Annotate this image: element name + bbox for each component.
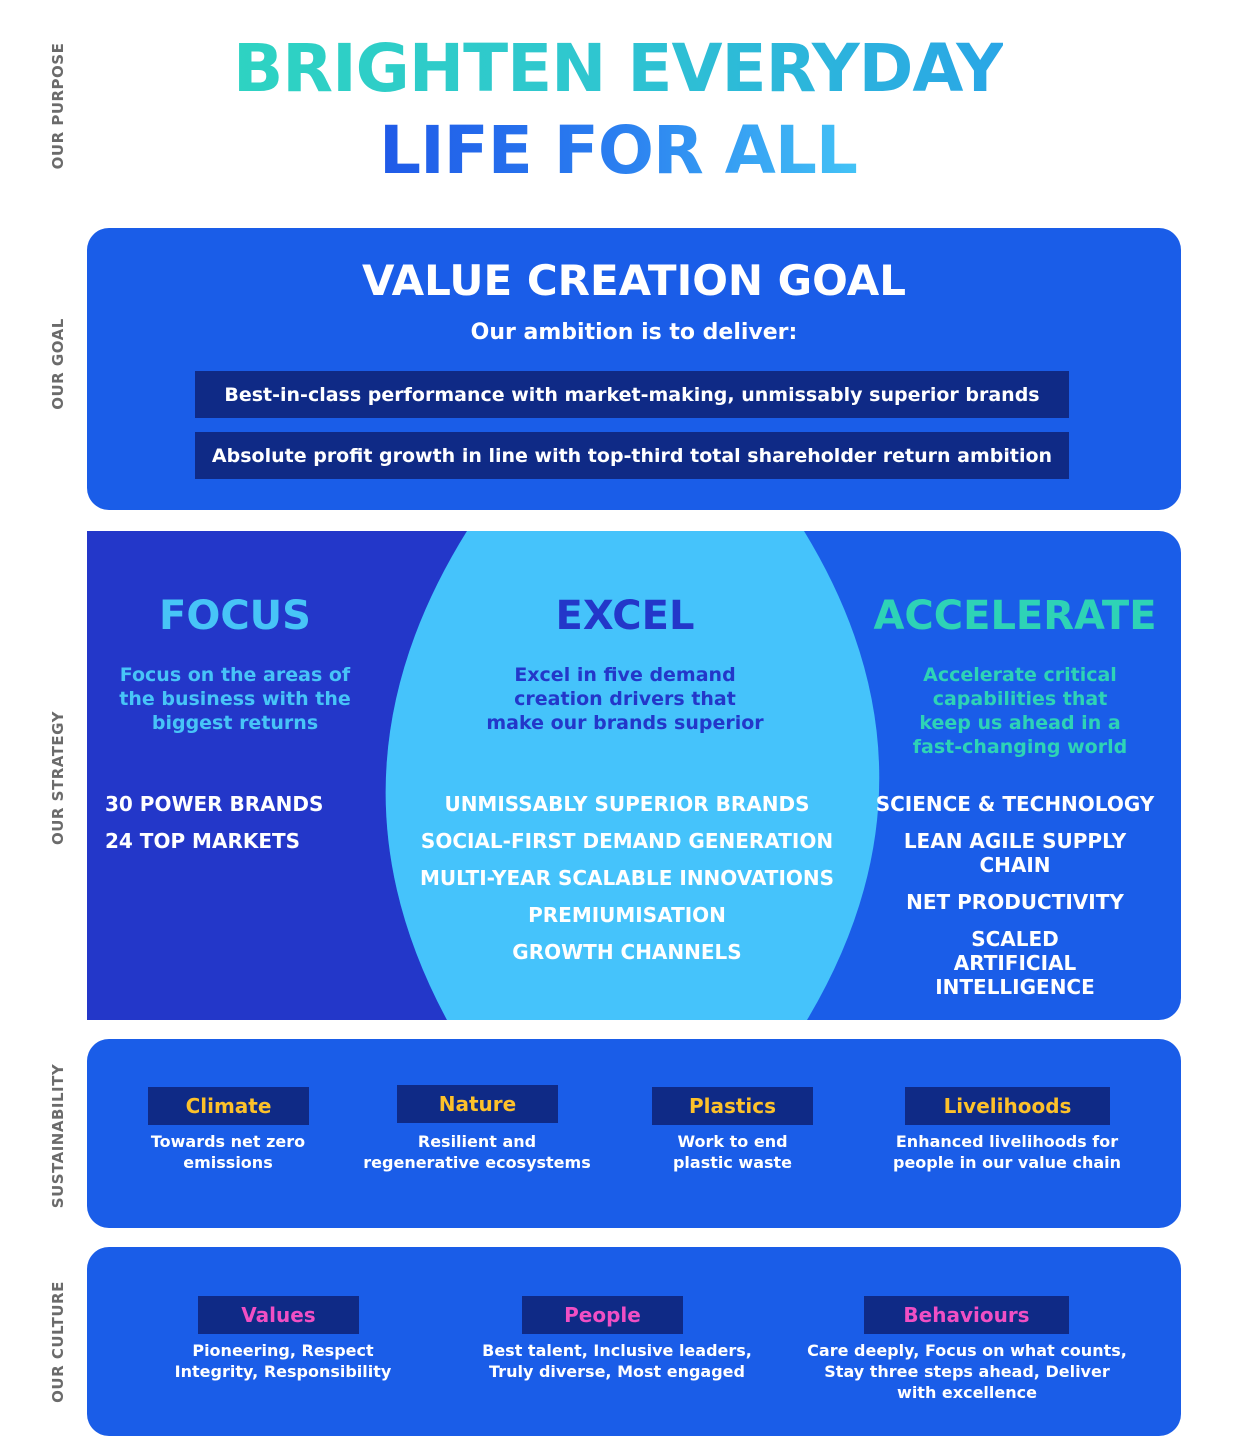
accelerate-item: LEAN AGILE SUPPLY CHAIN xyxy=(903,829,1127,877)
culture-panel: Values Pioneering, Respect Integrity, Re… xyxy=(87,1247,1181,1436)
sustainability-tag-livelihoods: Livelihoods xyxy=(905,1087,1110,1125)
side-label-culture: OUR CULTURE xyxy=(49,1281,67,1403)
side-label-goal: OUR GOAL xyxy=(49,318,67,410)
sustainability-desc-livelihoods: Enhanced livelihoods for people in our v… xyxy=(892,1132,1121,1172)
excel-column: EXCEL Excel in five demand creation driv… xyxy=(465,593,785,735)
sustainability-tag-climate: Climate xyxy=(148,1087,309,1125)
accelerate-column: ACCELERATE Accelerate critical capabilit… xyxy=(855,593,1181,759)
culture-desc-values: Pioneering, Respect Integrity, Responsib… xyxy=(174,1341,392,1381)
excel-item: MULTI-YEAR SCALABLE INNOVATIONS xyxy=(419,866,835,890)
side-label-sustainability: SUSTAINABILITY xyxy=(49,1063,67,1209)
excel-title: EXCEL xyxy=(555,593,695,639)
purpose-headline-line2: LIFE FOR ALL xyxy=(379,112,858,189)
goal-item: Absolute profit growth in line with top-… xyxy=(195,432,1069,479)
accelerate-items: SCIENCE & TECHNOLOGY LEAN AGILE SUPPLY C… xyxy=(865,792,1165,1012)
focus-items: 30 POWER BRANDS 24 TOP MARKETS xyxy=(105,792,345,866)
sustainability-desc-climate: Towards net zero emissions xyxy=(150,1132,306,1172)
accelerate-item: SCALED ARTIFICIAL INTELLIGENCE xyxy=(935,927,1095,999)
goal-panel: VALUE CREATION GOAL Our ambition is to d… xyxy=(87,228,1181,510)
accelerate-title: ACCELERATE xyxy=(873,593,1157,639)
strategy-panel: FOCUS Focus on the areas of the business… xyxy=(87,531,1181,1020)
side-label-strategy: OUR STRATEGY xyxy=(49,710,67,846)
excel-description: Excel in five demand creation drivers th… xyxy=(486,664,764,734)
excel-item: PREMIUMISATION xyxy=(528,903,726,927)
focus-description: Focus on the areas of the business with … xyxy=(119,664,351,734)
sustainability-tag-nature: Nature xyxy=(397,1085,558,1123)
culture-tag-people: People xyxy=(522,1296,683,1334)
accelerate-item: SCIENCE & TECHNOLOGY xyxy=(875,792,1155,816)
excel-item: SOCIAL-FIRST DEMAND GENERATION xyxy=(420,829,834,853)
culture-desc-behaviours: Care deeply, Focus on what counts, Stay … xyxy=(807,1341,1127,1402)
accelerate-item: NET PRODUCTIVITY xyxy=(906,890,1124,914)
goal-item: Best-in-class performance with market-ma… xyxy=(195,371,1069,418)
excel-region xyxy=(385,531,880,1020)
culture-desc-people: Best talent, Inclusive leaders, Truly di… xyxy=(482,1341,752,1381)
sustainability-panel: Climate Towards net zero emissions Natur… xyxy=(87,1039,1181,1228)
focus-title: FOCUS xyxy=(159,593,311,639)
excel-item: UNMISSABLY SUPERIOR BRANDS xyxy=(444,792,810,816)
culture-tag-values: Values xyxy=(198,1296,359,1334)
sustainability-desc-plastics: Work to end plastic waste xyxy=(672,1132,793,1172)
accelerate-description: Accelerate critical capabilities that ke… xyxy=(912,664,1128,758)
focus-item: 30 POWER BRANDS xyxy=(105,792,324,816)
focus-column: FOCUS Focus on the areas of the business… xyxy=(105,593,365,735)
culture-tag-behaviours: Behaviours xyxy=(864,1296,1069,1334)
goal-title: VALUE CREATION GOAL xyxy=(361,256,906,305)
strategy-background xyxy=(87,531,880,1020)
focus-region xyxy=(87,531,467,1020)
purpose-headline-line1: BRIGHTEN EVERYDAY xyxy=(232,30,1004,107)
sustainability-tag-plastics: Plastics xyxy=(652,1087,813,1125)
excel-item: GROWTH CHANNELS xyxy=(512,940,742,964)
goal-subtitle: Our ambition is to deliver: xyxy=(470,320,798,345)
excel-items: UNMISSABLY SUPERIOR BRANDS SOCIAL-FIRST … xyxy=(410,792,844,977)
focus-item: 24 TOP MARKETS xyxy=(105,829,301,853)
sustainability-desc-nature: Resilient and regenerative ecosystems xyxy=(363,1132,591,1172)
